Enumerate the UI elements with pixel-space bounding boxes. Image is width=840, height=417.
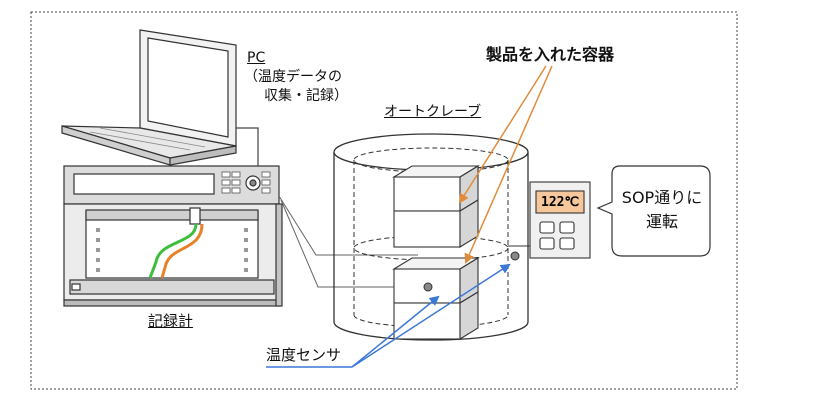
container-label: 製品を入れた容器 <box>486 45 615 64</box>
controller-temperature-display: 122℃ <box>541 195 580 210</box>
speech-bubble-line-1: SOP通りに <box>621 188 703 207</box>
controller-panel <box>529 181 591 259</box>
recorder <box>63 165 283 307</box>
recorder-label: 記録計 <box>148 312 194 330</box>
autoclave-label: オートクレーブ <box>384 104 482 120</box>
pc-cable <box>236 127 259 166</box>
speech-bubble-line-2: 運転 <box>645 212 678 231</box>
arrow-sensor-container <box>351 295 440 368</box>
arrow-container-upper <box>458 65 547 204</box>
arrow-sensor-chamber <box>351 263 511 368</box>
wire-green <box>148 223 198 279</box>
pc-description-2: 収集・記録） <box>264 88 348 104</box>
pc-label: PC <box>247 50 266 66</box>
speech-bubble <box>596 165 711 257</box>
arrow-container-lower <box>464 65 553 264</box>
outer-frame <box>30 11 738 390</box>
laptop-pc <box>61 29 237 166</box>
speech-bubble-text: SOP通りに 運転 <box>614 186 710 234</box>
sensor-probe-container <box>423 282 433 292</box>
sensor-cables <box>278 195 428 288</box>
pc-description-1: （温度データの <box>244 69 342 85</box>
sensor-probe-chamber <box>510 251 520 261</box>
wire-orange <box>160 223 204 279</box>
sensor-label: 温度センサ <box>266 346 342 364</box>
container-upper <box>392 165 480 248</box>
